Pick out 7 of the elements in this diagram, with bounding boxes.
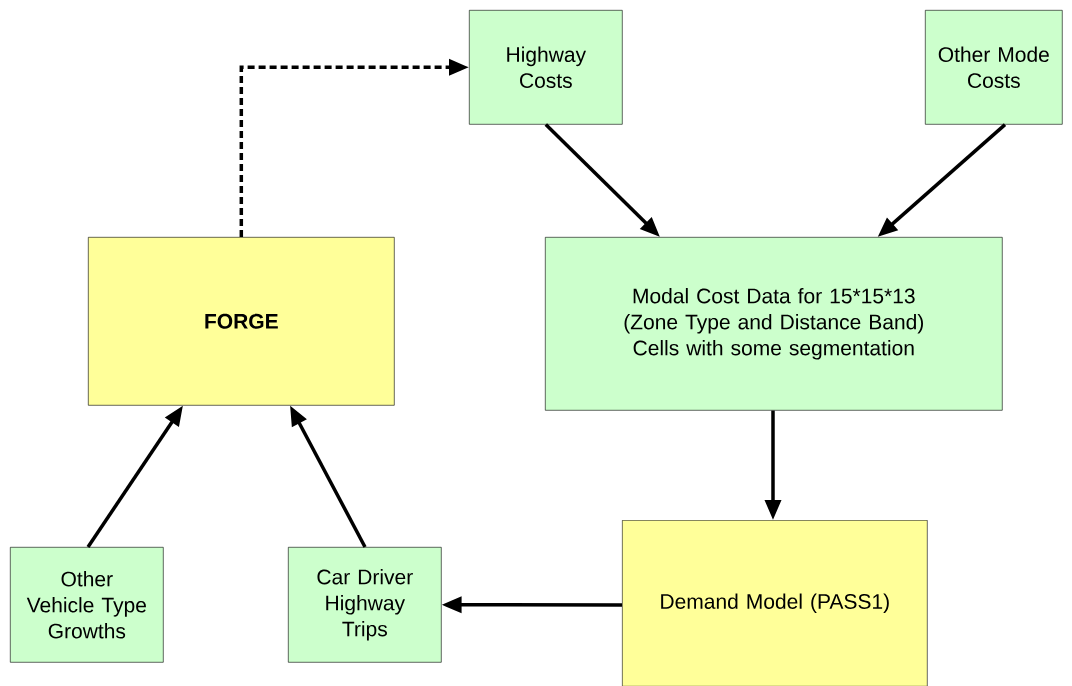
data-box: Other Mode Costs <box>925 10 1063 125</box>
data-box: Highway Costs <box>469 10 623 125</box>
data-box: Car Driver Highway Trips <box>288 547 442 663</box>
model-box: Demand Model (PASS1) <box>622 520 928 686</box>
data-box: Other Vehicle Type Growths <box>10 547 164 663</box>
data-box: Modal Cost Data for 15*15*13 (Zone Type and Distance Band) Cells with some segmentation <box>545 237 1003 411</box>
model-box: FORGE <box>88 237 395 406</box>
